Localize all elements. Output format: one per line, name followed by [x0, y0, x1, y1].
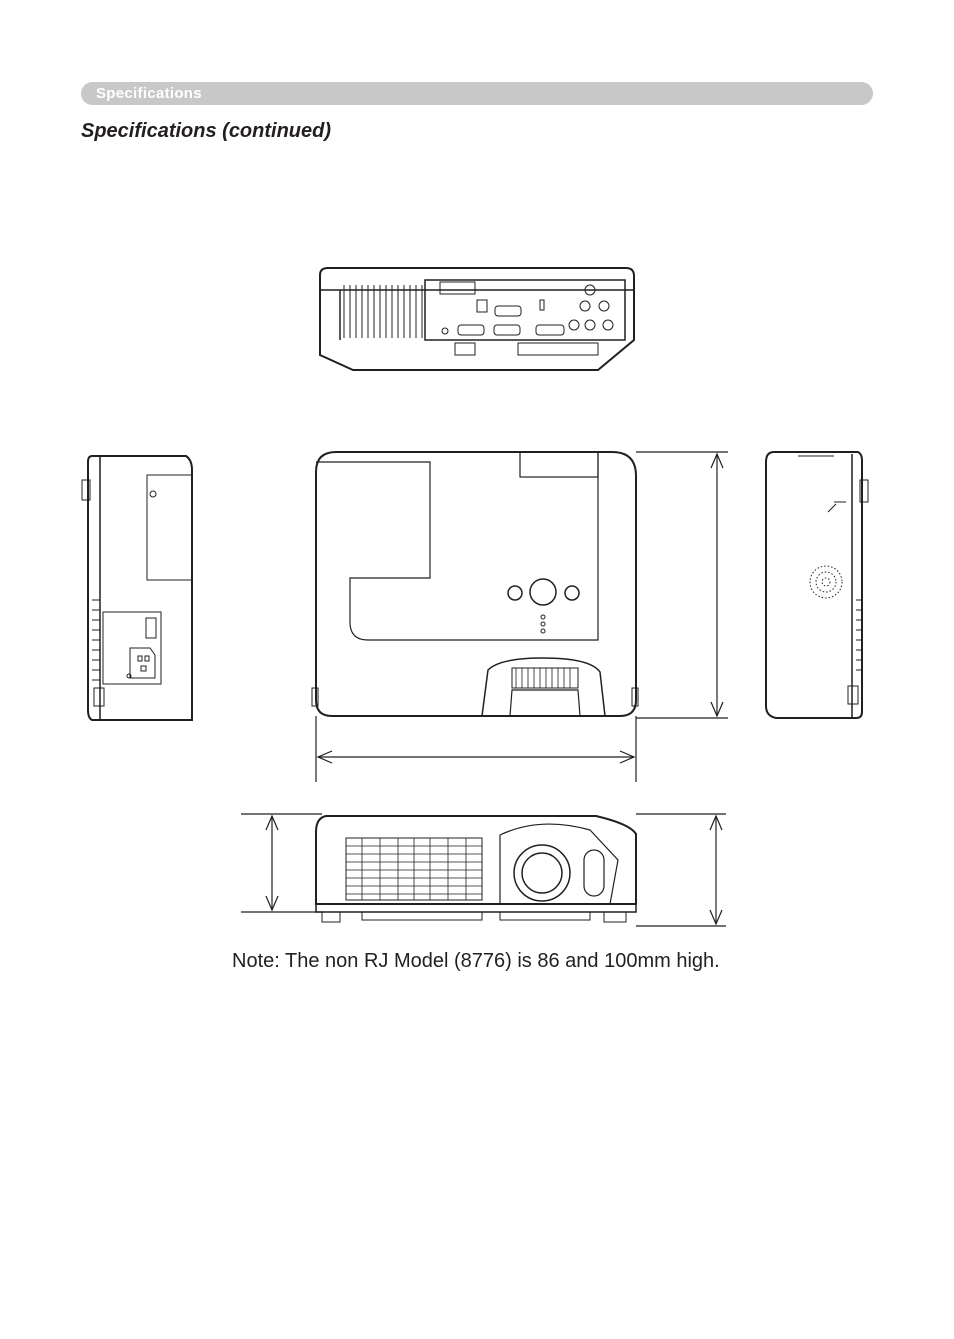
depth-arrow: [636, 451, 728, 719]
right-side-view: [765, 451, 869, 719]
section-header-bar: Specifications: [81, 82, 873, 105]
height-arrow-right: [636, 813, 726, 927]
left-side-view: [81, 455, 193, 721]
width-arrow: [315, 716, 637, 782]
top-view: [311, 451, 639, 717]
model-height-note: Note: The non RJ Model (8776) is 86 and …: [232, 950, 720, 972]
height-arrow-left: [241, 813, 322, 913]
front-view: [315, 815, 637, 923]
page-subtitle: Specifications (continued): [81, 120, 332, 142]
section-label: Specifications: [96, 85, 202, 102]
rear-view: [319, 267, 635, 371]
